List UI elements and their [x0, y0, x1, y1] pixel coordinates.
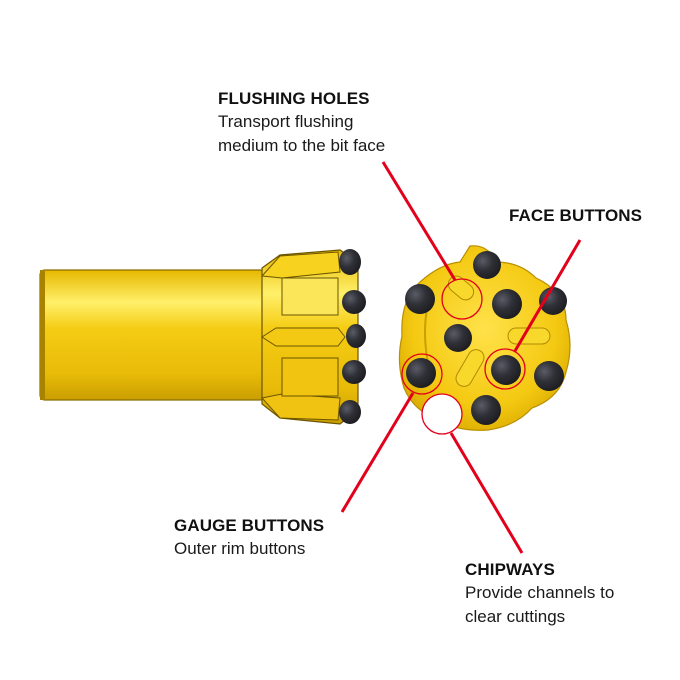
shank — [39, 269, 266, 401]
side-buttons — [339, 249, 366, 424]
chipway-marker — [421, 393, 463, 435]
face-button-marker — [484, 348, 526, 390]
callout-description: clear cuttings — [465, 607, 566, 626]
callout-flushing-holes: FLUSHING HOLES Transport flushing medium… — [218, 88, 385, 158]
bit-face — [398, 245, 571, 431]
gauge-button-marker — [401, 353, 443, 395]
callout-description: medium to the bit face — [218, 136, 386, 155]
front-view — [398, 245, 571, 431]
flushing-hole-marker — [441, 278, 483, 320]
side-view — [39, 249, 366, 425]
callout-description: Transport flushing — [218, 112, 354, 131]
callout-description: Outer rim buttons — [174, 539, 306, 558]
callout-lines — [340, 161, 582, 554]
callout-title: GAUGE BUTTONS — [174, 516, 325, 535]
callout-title: FLUSHING HOLES — [218, 89, 370, 108]
callout-face-buttons: FACE BUTTONS — [509, 205, 642, 227]
callout-description: Provide channels to — [465, 583, 615, 602]
callout-title: CHIPWAYS — [465, 560, 555, 579]
callout-title: FACE BUTTONS — [509, 206, 643, 225]
callout-chipways: CHIPWAYS Provide channels to clear cutti… — [465, 559, 614, 629]
callout-gauge-buttons: GAUGE BUTTONS Outer rim buttons — [174, 515, 324, 561]
face-buttons-group — [405, 251, 567, 425]
